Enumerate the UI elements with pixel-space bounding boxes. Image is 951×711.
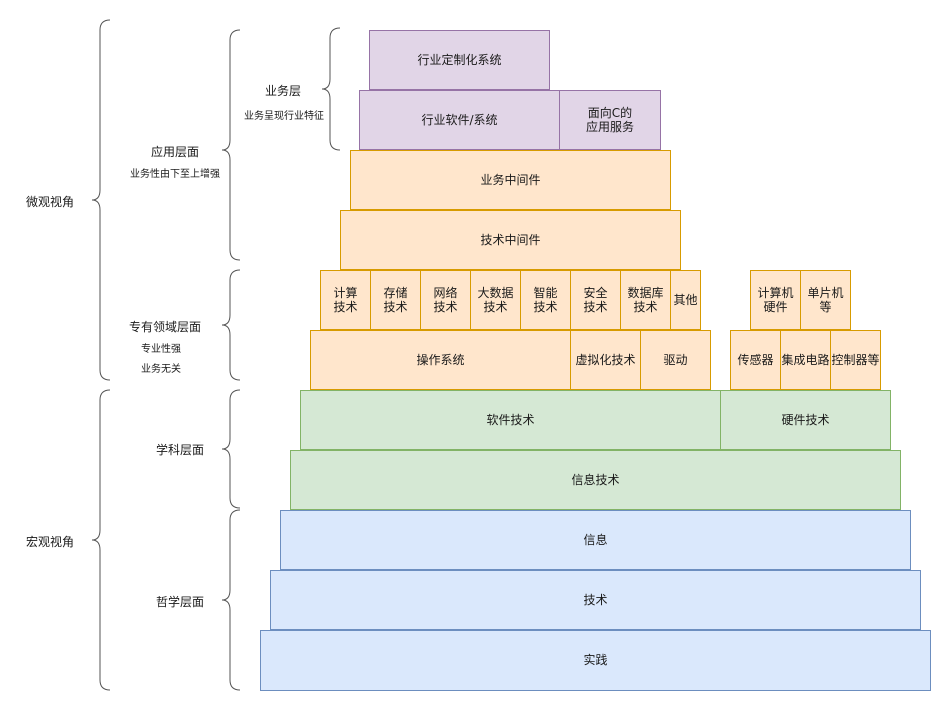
ic-block: 集成电路 [780,330,831,390]
network-tech-block: 网络 技术 [420,270,471,330]
industry-custom-system-block: 行业定制化系统 [369,30,550,90]
domain-level-title: 专有领域层面 [128,320,201,334]
application-level-note: 业务性由下至上增强 [130,169,220,180]
application-level-title: 应用层面 [150,145,199,159]
storage-tech-block: 存储 技术 [370,270,421,330]
virtualization-block: 虚拟化技术 [570,330,641,390]
micro-perspective-label: 微观视角 [25,195,74,209]
bigdata-tech-block: 大数据 技术 [470,270,521,330]
brace-philosophy [221,509,241,691]
security-tech-block: 安全 技术 [570,270,621,330]
business-layer-note: 业务呈现行业特征 [244,111,324,122]
controller-block: 控制器等 [830,330,881,390]
brace-domain [221,269,241,381]
brace-business [321,27,341,151]
domain-level-note-2: 业务无关 [141,364,181,375]
consumer-services-block: 面向C的 应用服务 [559,90,661,150]
software-tech-block: 软件技术 [300,390,721,450]
computing-tech-block: 计算 技术 [320,270,371,330]
macro-perspective-label: 宏观视角 [25,535,74,549]
drivers-block: 驱动 [640,330,711,390]
brace-micro [91,19,111,381]
business-layer-title: 业务层 [264,84,301,98]
domain-level-note-1: 专业性强 [141,344,181,355]
os-block: 操作系统 [310,330,571,390]
technology-block: 技术 [270,570,921,630]
info-tech-block: 信息技术 [290,450,901,510]
computer-hardware-block: 计算机 硬件 [750,270,801,330]
brace-discipline [221,389,241,509]
hardware-tech-block: 硬件技术 [720,390,891,450]
business-middleware-block: 业务中间件 [350,150,671,210]
mcu-block: 单片机 等 [800,270,851,330]
other-tech-block: 其他 [670,270,701,330]
information-block: 信息 [280,510,911,570]
tech-middleware-block: 技术中间件 [340,210,681,270]
philosophy-level-title: 哲学层面 [155,595,204,609]
practice-block: 实践 [260,630,931,691]
ai-tech-block: 智能 技术 [520,270,571,330]
discipline-level-title: 学科层面 [155,443,204,457]
brace-macro [91,389,111,691]
industry-software-block: 行业软件/系统 [359,90,560,150]
database-tech-block: 数据库 技术 [620,270,671,330]
sensor-block: 传感器 [730,330,781,390]
